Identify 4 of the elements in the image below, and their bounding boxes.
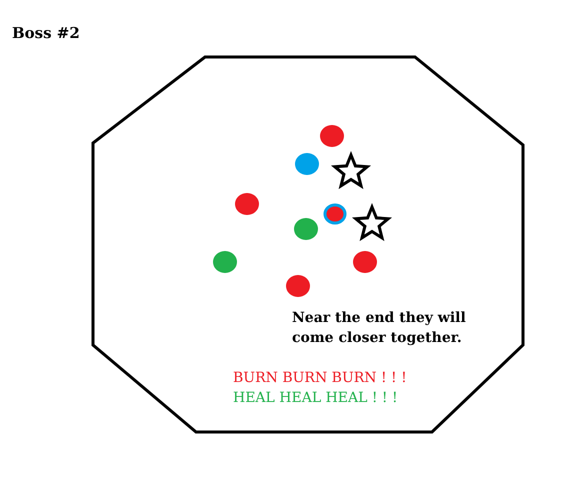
callout-text: HEAL HEAL HEAL ! ! ! [233,390,398,406]
note-text: Near the end they will come closer together. [292,309,467,348]
callout-text: BURN BURN BURN ! ! ! [233,370,407,386]
page-title: Boss #2 [12,24,80,42]
